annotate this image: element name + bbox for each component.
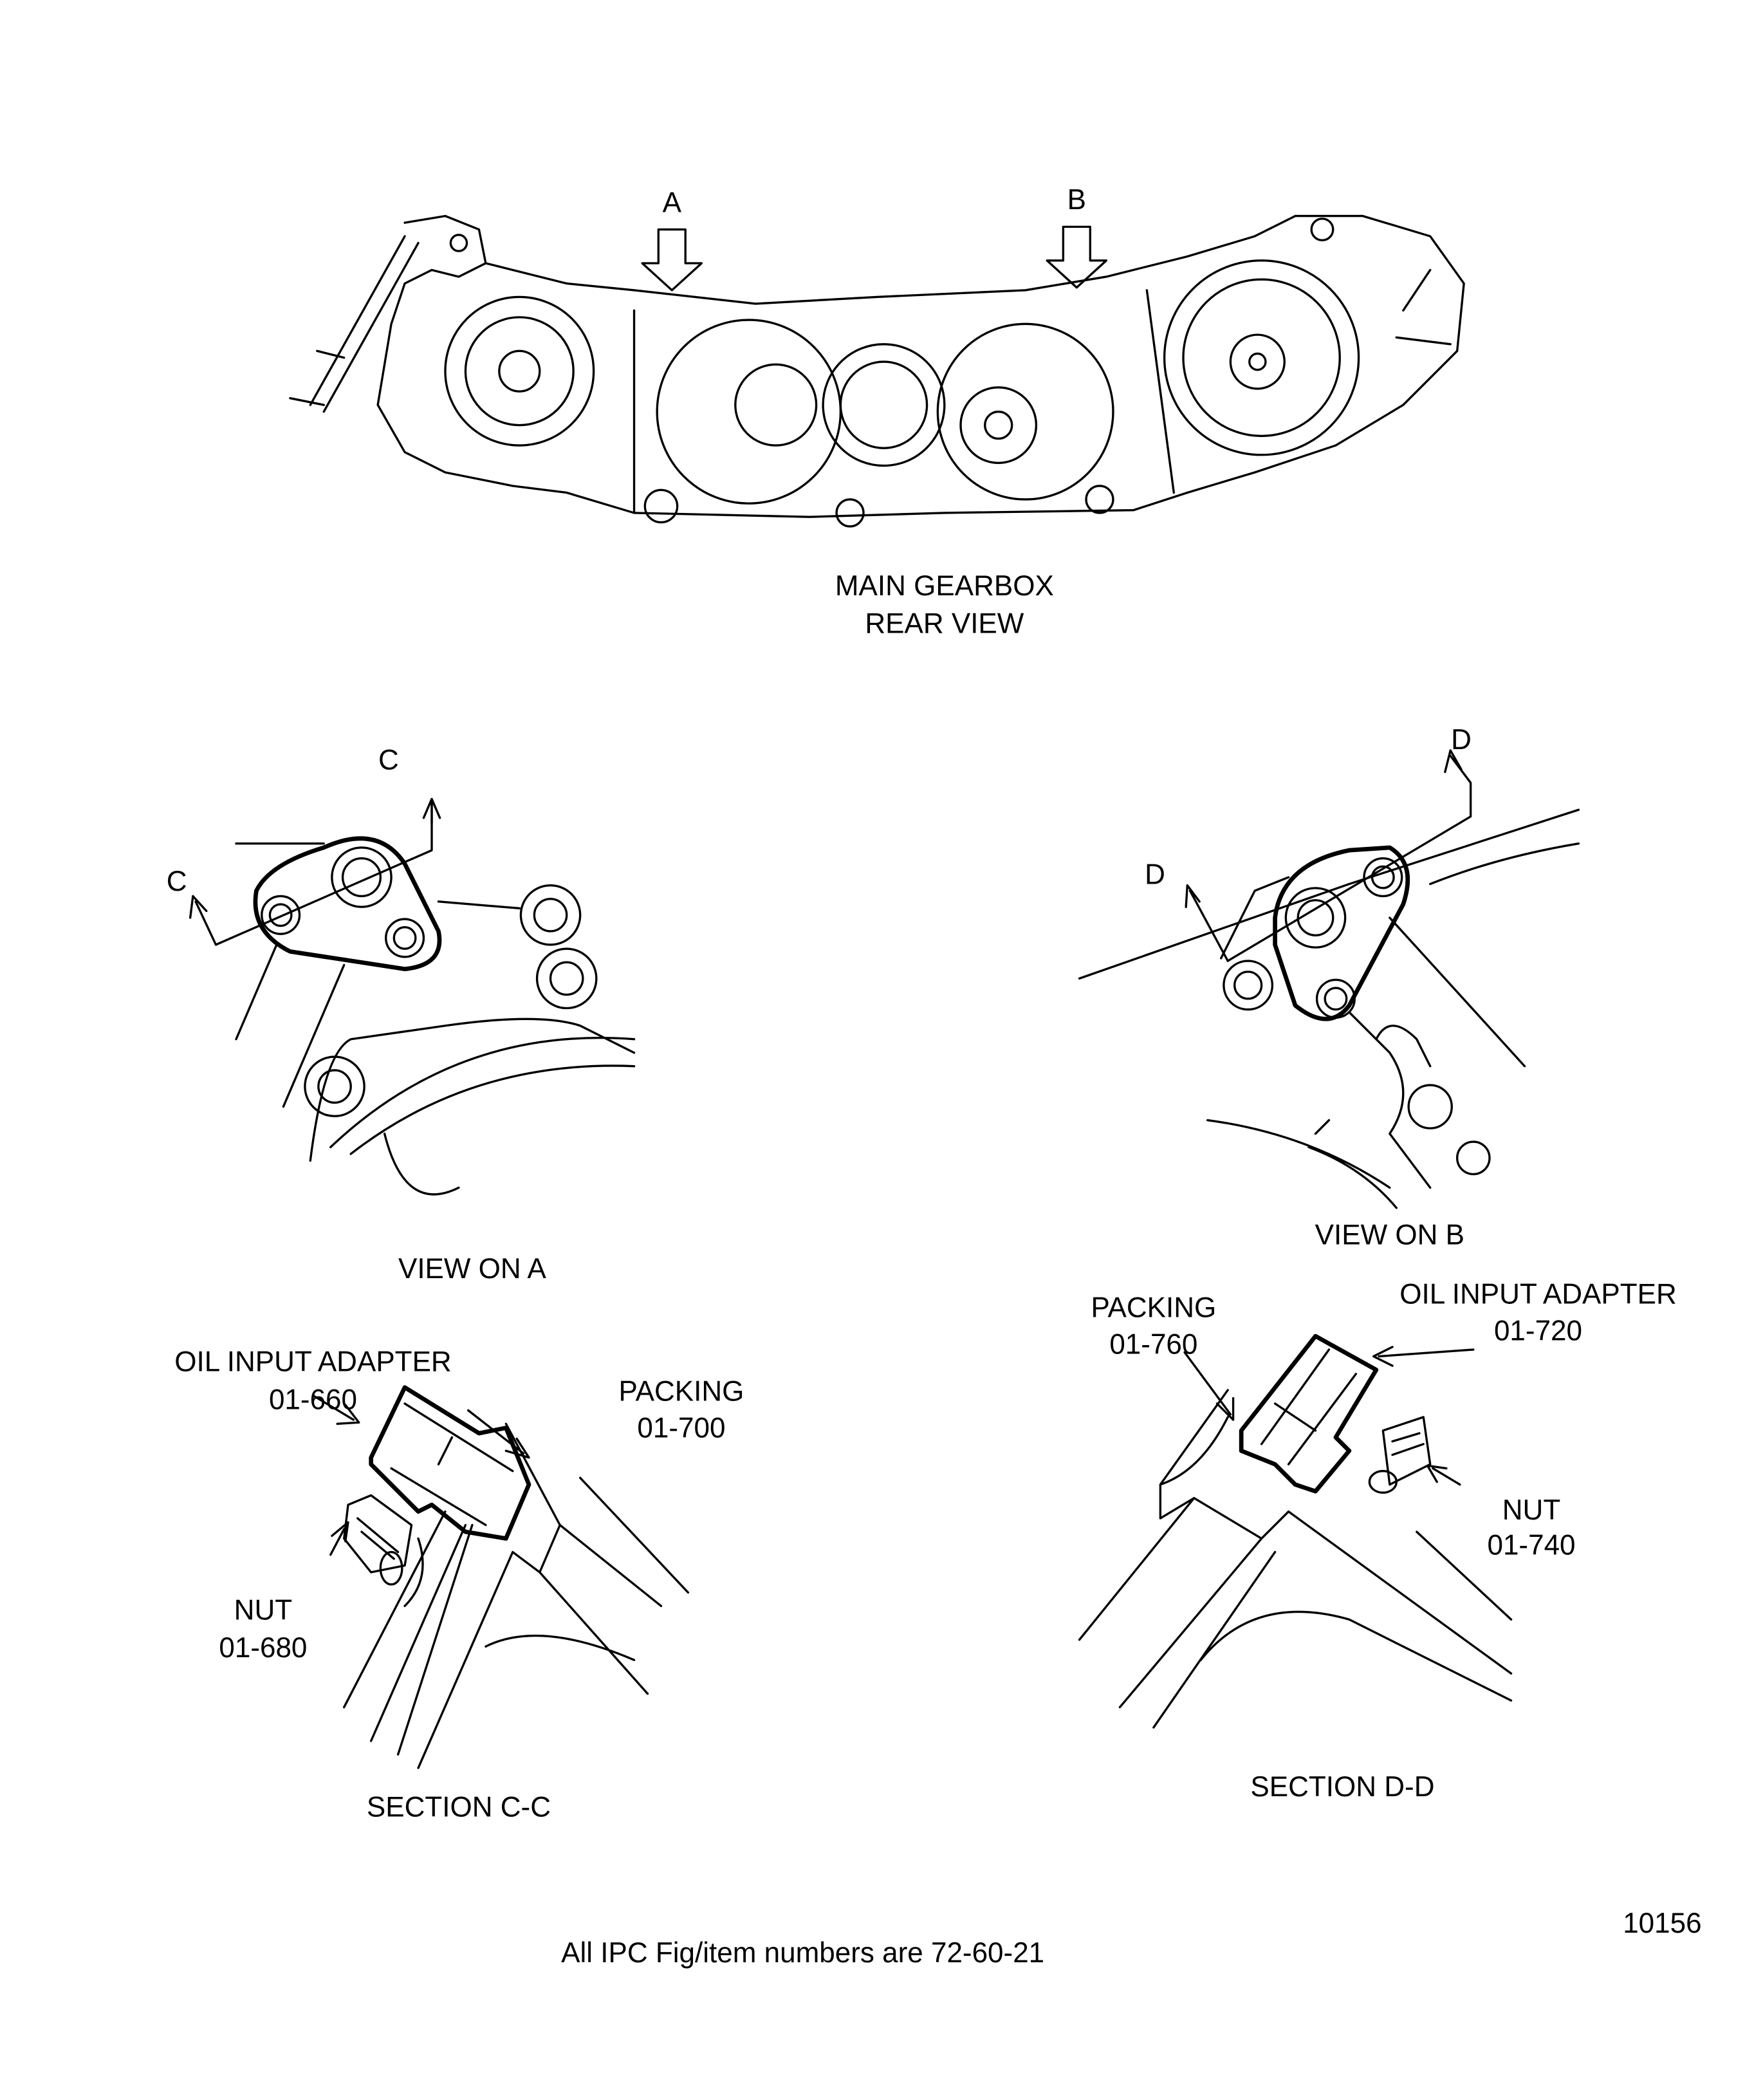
view-b-drawing: D D [1078, 724, 1580, 1209]
cc-packing-item: 01-700 [637, 1412, 725, 1444]
cc-adapter-label: OIL INPUT ADAPTER [174, 1346, 451, 1378]
section-cc-drawing: OIL INPUT ADAPTER 01-660 PACKING 01-700 … [174, 1346, 744, 1769]
main-gearbox-drawing [289, 214, 1465, 528]
section-dd-drawing: PACKING 01-760 OIL INPUT ADAPTER 01-720 … [1078, 1279, 1677, 1729]
view-arrow-a: A [641, 187, 703, 292]
arrow-a-label: A [663, 187, 682, 218]
section-cc-caption: SECTION C-C [367, 1792, 551, 1823]
dd-packing-label: PACKING [1091, 1292, 1216, 1324]
cc-nut-item: 01-680 [219, 1632, 307, 1664]
dd-nut-label: NUT [1502, 1494, 1560, 1526]
dd-packing-item: 01-760 [1109, 1328, 1197, 1360]
view-a-section-mark-top: C [378, 744, 399, 776]
main-view-caption-line2: REAR VIEW [865, 608, 1024, 640]
dd-adapter-label: OIL INPUT ADAPTER [1399, 1279, 1676, 1310]
arrow-b-label: B [1067, 184, 1086, 216]
view-a-section-mark-left: C [167, 866, 187, 897]
view-a-caption: VIEW ON A [398, 1253, 547, 1285]
view-arrow-b: B [1046, 184, 1108, 289]
view-a-drawing: C C [167, 744, 636, 1196]
dd-adapter-item: 01-720 [1494, 1315, 1582, 1346]
footer-note: All IPC Fig/item numbers are 72-60-21 [561, 1937, 1044, 1969]
view-b-caption: VIEW ON B [1315, 1219, 1464, 1250]
figure-number: 10156 [1623, 1908, 1701, 1939]
dd-nut-item: 01-740 [1487, 1530, 1575, 1561]
cc-packing-label: PACKING [619, 1376, 744, 1408]
main-view-caption-line1: MAIN GEARBOX [835, 570, 1054, 602]
view-b-section-mark-left: D [1145, 859, 1165, 891]
cc-adapter-item: 01-660 [269, 1384, 357, 1415]
view-b-section-mark-top: D [1451, 724, 1472, 756]
section-dd-caption: SECTION D-D [1250, 1771, 1434, 1803]
cc-nut-label: NUT [234, 1594, 292, 1626]
